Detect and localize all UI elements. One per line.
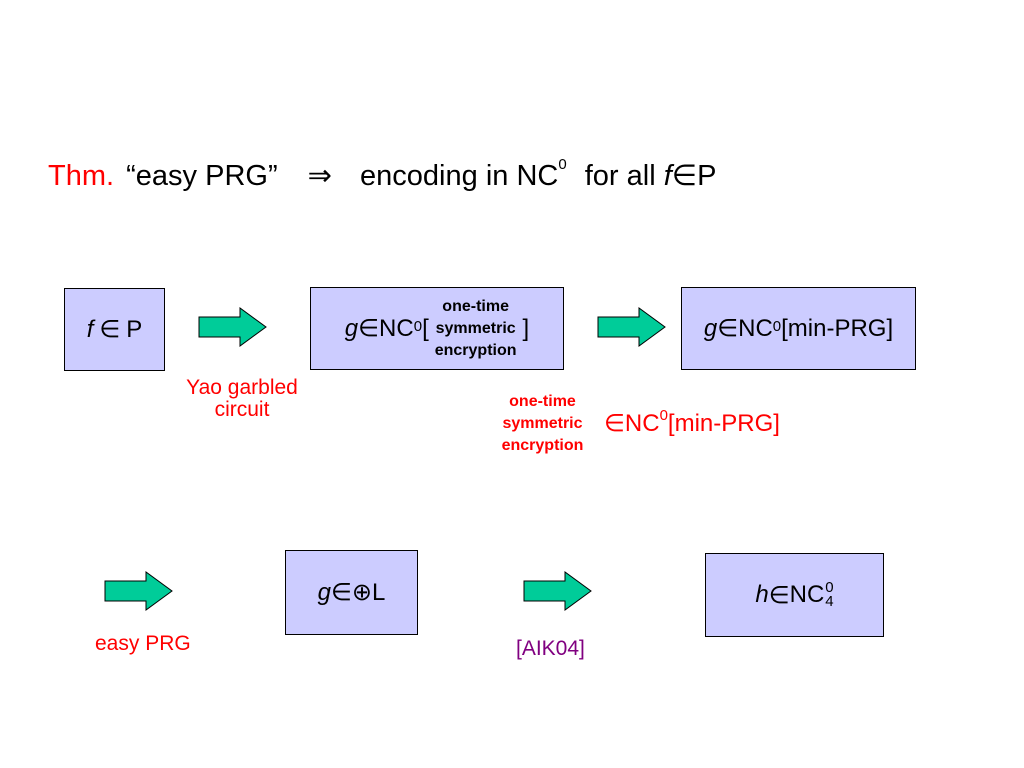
- arrow-right-3: [104, 571, 173, 611]
- box-f-in-p: f ∈ P: [64, 288, 165, 371]
- box5-nc: NC: [789, 581, 825, 608]
- box4-elem: ∈: [330, 579, 352, 606]
- yao-line2: circuit: [214, 398, 270, 421]
- claim-line3: encryption: [501, 437, 584, 454]
- box3-sup: 0: [772, 318, 782, 335]
- box5-sup: 0: [825, 579, 834, 596]
- label-easy-prg: easy PRG: [95, 632, 191, 655]
- implies-symbol: ⇒: [307, 160, 332, 192]
- box2-g: g: [344, 314, 359, 342]
- box2-open-bracket: [: [422, 314, 429, 342]
- box2-line2: symmetric: [435, 319, 516, 337]
- box2-encryption-stack: one-time symmetric encryption: [435, 296, 517, 362]
- title-f: f: [663, 160, 672, 192]
- box2-close-bracket: ]: [522, 314, 530, 342]
- for-all-text: for all: [584, 160, 656, 192]
- arrow-right-1: [198, 307, 267, 347]
- box1-f: f: [86, 315, 94, 343]
- label-yao-garbled-circuit: Yao garbled circuit: [162, 377, 322, 421]
- claim-line2: symmetric: [502, 415, 583, 432]
- box5-elem: ∈: [768, 581, 790, 609]
- box4-oplus: ⊕: [351, 579, 372, 606]
- thm-label: Thm.: [48, 160, 115, 192]
- label-aik04: [AIK04]: [516, 637, 585, 660]
- box2-nc: NC: [379, 314, 414, 342]
- box3-nc: NC: [738, 314, 773, 342]
- box3-elem: ∈: [717, 315, 739, 342]
- yao-line1: Yao garbled: [186, 376, 298, 399]
- box2-line3: encryption: [434, 341, 517, 359]
- box1-P: P: [126, 315, 143, 343]
- box4-L: L: [372, 578, 386, 606]
- title-P: P: [697, 160, 717, 192]
- theorem-title: Thm. “easy PRG” ⇒ encoding in NC0 for al…: [48, 156, 717, 193]
- box5-h: h: [755, 581, 769, 608]
- claim-nc: NC: [624, 410, 660, 437]
- box2-elem: ∈: [358, 315, 380, 342]
- box5-sub: 4: [825, 593, 834, 610]
- claim-line1: one-time: [509, 393, 576, 410]
- arrow-right-4: [523, 571, 592, 611]
- arrow-right-2: [597, 307, 666, 347]
- claim-elem: ∈: [604, 410, 625, 437]
- box4-g: g: [317, 578, 331, 606]
- easy-prg-quote: “easy PRG”: [126, 160, 278, 192]
- claim-rest: [min-PRG]: [667, 410, 780, 437]
- box2-sup: 0: [413, 318, 423, 335]
- title-superscript: 0: [558, 156, 567, 173]
- encoding-text: encoding in NC: [360, 160, 559, 192]
- claim-sup: 0: [659, 407, 668, 424]
- title-elem: ∈: [671, 160, 698, 192]
- box3-g: g: [703, 314, 718, 342]
- box3-rest: [min-PRG]: [781, 314, 894, 342]
- box2-line1: one-time: [442, 297, 509, 315]
- middle-claim-encryption: one-time symmetric encryption: [480, 391, 605, 457]
- box1-elem: ∈: [99, 316, 121, 343]
- box-g-parity-l: g∈⊕L: [285, 550, 418, 635]
- middle-claim-nc0: ∈NC0[min-PRG]: [604, 407, 780, 438]
